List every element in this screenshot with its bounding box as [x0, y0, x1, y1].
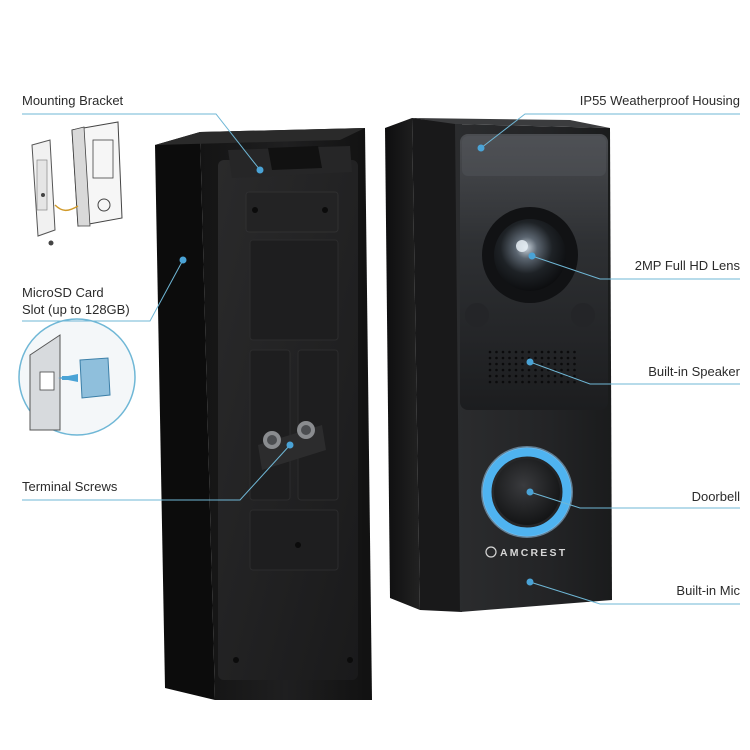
- callout-built-in-mic: Built-in Mic: [676, 583, 740, 598]
- speaker-hole: [560, 368, 563, 372]
- speaker-hole: [540, 380, 544, 384]
- speaker-hole: [488, 356, 492, 360]
- speaker-hole: [495, 368, 498, 372]
- callout-lines: [22, 113, 740, 605]
- speaker-hole: [508, 380, 511, 384]
- speaker-hole: [534, 380, 537, 384]
- speaker-hole: [514, 356, 518, 360]
- speaker-hole: [501, 362, 505, 366]
- callout-mounting-bracket: Mounting Bracket: [22, 93, 124, 108]
- speaker-hole: [521, 368, 524, 372]
- speaker-hole: [495, 350, 498, 354]
- back-unit: [155, 128, 372, 700]
- speaker-hole: [488, 350, 492, 354]
- speaker-hole: [508, 374, 511, 378]
- speaker-hole: [540, 356, 544, 360]
- speaker-hole: [547, 374, 550, 378]
- speaker-hole: [566, 380, 570, 384]
- callout-built-in-speaker: Built-in Speaker: [648, 364, 740, 379]
- callout-full-hd-lens: 2MP Full HD Lens: [634, 258, 740, 273]
- speaker-hole: [495, 374, 498, 378]
- speaker-hole: [553, 350, 557, 354]
- speaker-hole: [540, 350, 544, 354]
- speaker-hole: [540, 362, 544, 366]
- speaker-hole: [540, 368, 544, 372]
- callout-microsd-line2: Slot (up to 128GB): [22, 302, 130, 317]
- speaker-hole: [508, 350, 511, 354]
- speaker-hole: [508, 368, 511, 372]
- speaker-hole: [566, 362, 570, 366]
- speaker-hole: [501, 356, 505, 360]
- speaker-hole: [547, 356, 550, 360]
- speaker-hole: [573, 356, 576, 360]
- bracket-thumbnail: [31, 121, 123, 246]
- speaker-hole: [527, 368, 531, 372]
- speaker-hole: [514, 362, 518, 366]
- speaker-hole: [560, 362, 563, 366]
- callout-microsd-line1: MicroSD Card: [22, 285, 104, 300]
- speaker-hole: [547, 380, 550, 384]
- front-unit: AMCREST: [385, 118, 612, 612]
- speaker-hole: [553, 374, 557, 378]
- speaker-hole: [566, 350, 570, 354]
- doorbell-ring: [482, 447, 572, 537]
- speaker-hole: [495, 356, 498, 360]
- speaker-hole: [560, 380, 563, 384]
- speaker-hole: [566, 368, 570, 372]
- speaker-hole: [540, 374, 544, 378]
- amcrest-logo-icon: [485, 546, 497, 558]
- speaker-hole: [501, 350, 505, 354]
- speaker-hole: [508, 362, 511, 366]
- speaker-hole: [573, 350, 576, 354]
- microsd-inset: [18, 318, 136, 436]
- speaker-hole: [488, 368, 492, 372]
- speaker-hole: [560, 356, 563, 360]
- speaker-hole: [521, 350, 524, 354]
- speaker-hole: [521, 356, 524, 360]
- speaker-hole: [521, 380, 524, 384]
- speaker-hole: [560, 350, 563, 354]
- speaker-hole: [527, 350, 531, 354]
- speaker-hole: [495, 380, 498, 384]
- speaker-hole: [547, 350, 550, 354]
- speaker-hole: [573, 368, 576, 372]
- speaker-hole: [514, 368, 518, 372]
- speaker-hole: [553, 362, 557, 366]
- speaker-hole: [534, 368, 537, 372]
- callout-weatherproof-housing: IP55 Weatherproof Housing: [579, 93, 740, 108]
- speaker-hole: [501, 368, 505, 372]
- speaker-hole: [566, 356, 570, 360]
- speaker-hole: [534, 350, 537, 354]
- callout-doorbell: Doorbell: [691, 489, 740, 504]
- callout-dots: [179, 144, 536, 586]
- speaker-hole: [560, 374, 563, 378]
- speaker-hole: [573, 380, 576, 384]
- speaker-hole: [534, 374, 537, 378]
- speaker-hole: [495, 362, 498, 366]
- speaker-hole: [547, 362, 550, 366]
- speaker-hole: [534, 356, 537, 360]
- speaker-hole: [501, 380, 505, 384]
- callout-terminal-screws: Terminal Screws: [22, 479, 118, 494]
- speaker-hole: [514, 380, 518, 384]
- speaker-hole: [501, 374, 505, 378]
- speaker-hole: [573, 362, 576, 366]
- speaker-hole: [553, 356, 557, 360]
- speaker-hole: [527, 380, 531, 384]
- speaker-hole: [488, 380, 492, 384]
- speaker-hole: [508, 356, 511, 360]
- speaker-hole: [527, 374, 531, 378]
- bracket-latch: [268, 146, 322, 170]
- speaker-hole: [521, 362, 524, 366]
- speaker-hole: [553, 380, 557, 384]
- speaker-hole: [573, 374, 576, 378]
- speaker-hole: [514, 350, 518, 354]
- speaker-hole: [514, 374, 518, 378]
- speaker-hole: [521, 374, 524, 378]
- brand-logo: AMCREST: [500, 547, 567, 559]
- speaker-hole: [488, 362, 492, 366]
- speaker-hole: [488, 374, 492, 378]
